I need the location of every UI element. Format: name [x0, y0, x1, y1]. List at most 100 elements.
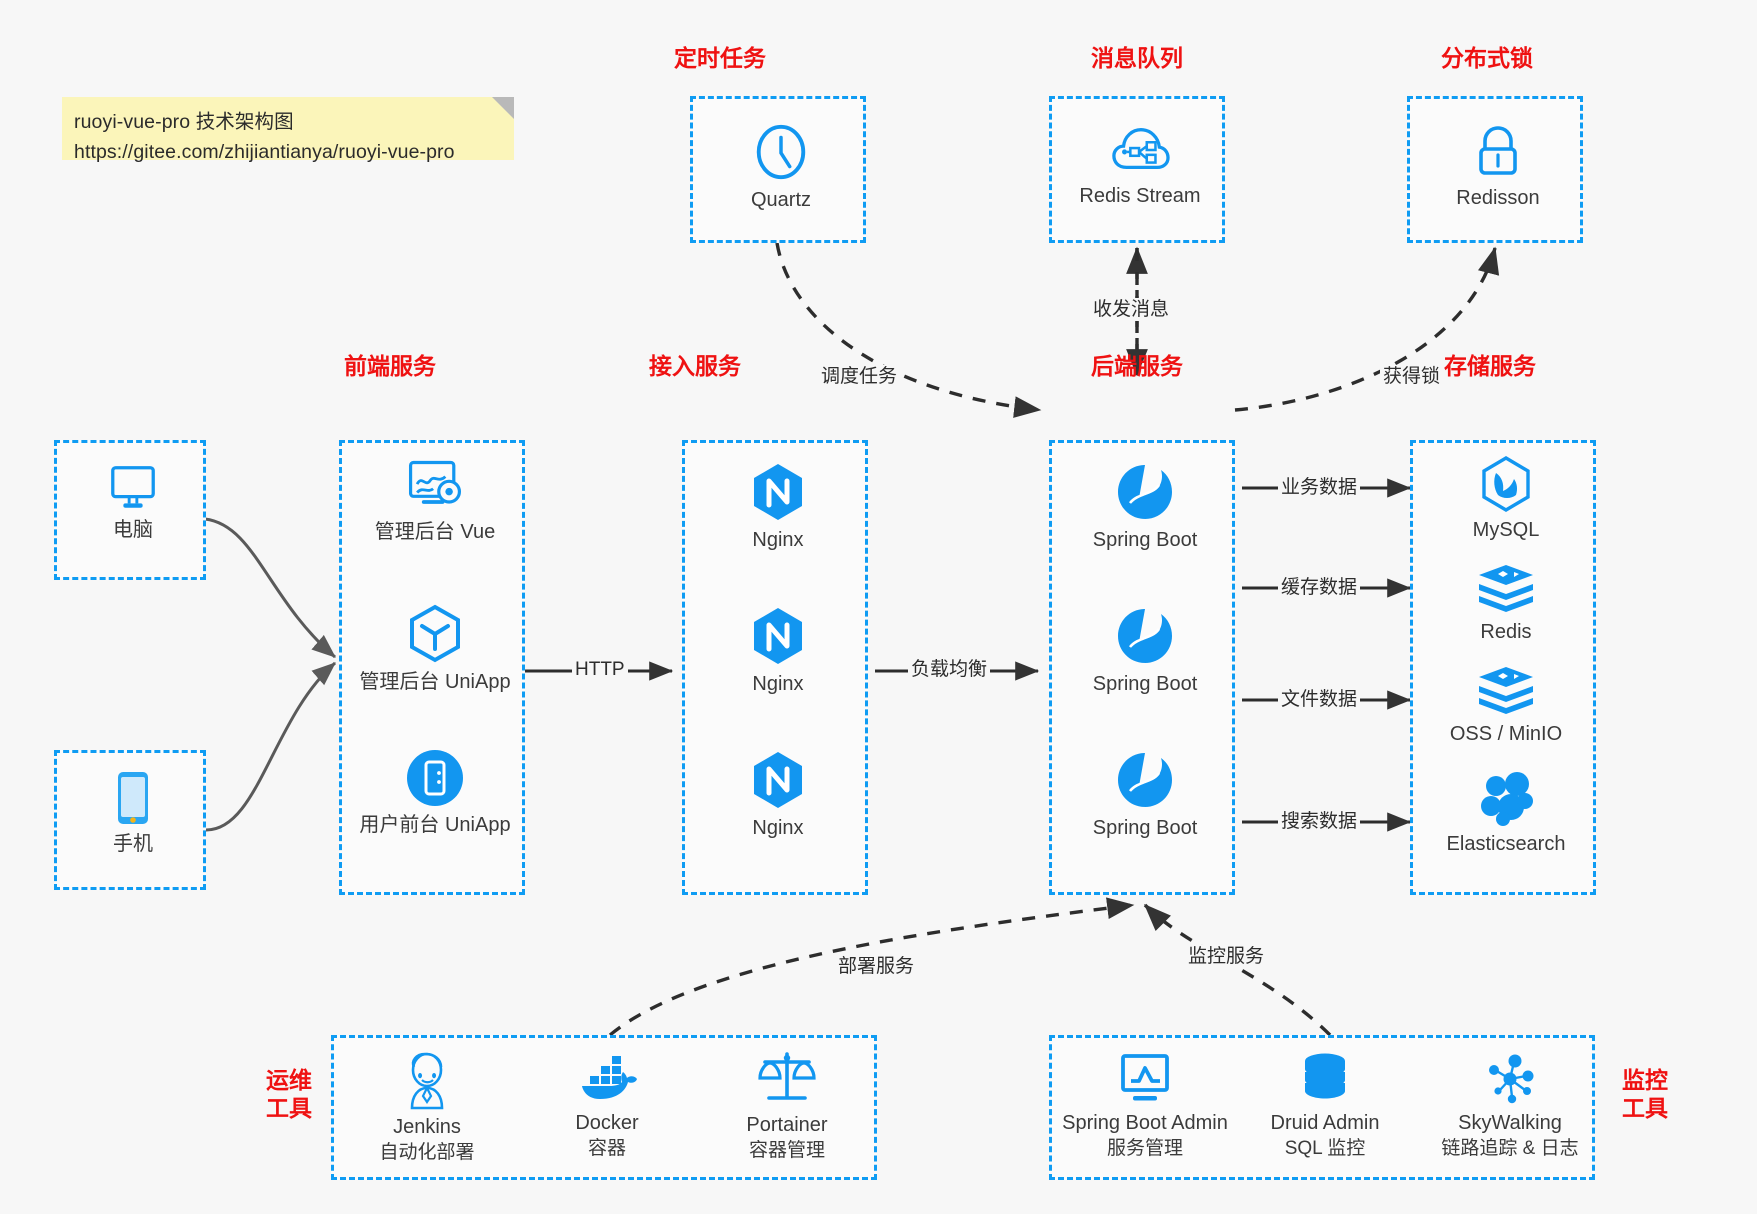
- node-spring-boot-admin[interactable]: Spring Boot Admin 服务管理: [1040, 1052, 1250, 1162]
- node-skywalking[interactable]: SkyWalking 链路追踪 & 日志: [1410, 1052, 1610, 1162]
- edge-label-monitor-service: 监控服务: [1185, 945, 1268, 968]
- node-redis[interactable]: Redis: [1413, 563, 1599, 645]
- cube-icon: [410, 604, 460, 663]
- redis-icon: [1479, 565, 1533, 612]
- node-nginx-1[interactable]: Nginx: [685, 461, 871, 553]
- caption-devops: 运维 工具: [252, 1066, 326, 1122]
- mobile-icon: [118, 772, 148, 824]
- node-label: Spring Boot: [1092, 529, 1198, 551]
- edge-label-file-data: 文件数据: [1278, 688, 1361, 711]
- node-label: Elasticsearch: [1446, 833, 1566, 855]
- node-spring-boot-2[interactable]: Spring Boot: [1052, 605, 1238, 697]
- caption-storage: 存储服务: [1444, 353, 1536, 379]
- node-sublabel: 链路追踪 & 日志: [1441, 1138, 1579, 1159]
- node-label: Docker: [575, 1112, 639, 1134]
- node-sublabel: 容器: [587, 1138, 626, 1159]
- nginx-icon: [754, 608, 802, 664]
- group-mq: Redis Stream: [1049, 96, 1225, 243]
- node-nginx-2[interactable]: Nginx: [685, 605, 871, 697]
- lock-icon: [1479, 126, 1517, 175]
- clock-icon: [756, 124, 806, 180]
- node-jenkins[interactable]: Jenkins 自动化部署: [344, 1050, 510, 1166]
- node-sublabel: 自动化部署: [379, 1142, 475, 1163]
- caption-devops-line-2: 工具: [266, 1095, 312, 1121]
- node-mobile[interactable]: 手机: [57, 769, 209, 857]
- node-label: 管理后台 Vue: [374, 521, 496, 543]
- caption-backend: 后端服务: [1091, 353, 1183, 379]
- spring-icon: [1118, 609, 1172, 663]
- node-label: Spring Boot: [1092, 673, 1198, 695]
- node-label: SkyWalking: [1458, 1112, 1562, 1134]
- group-client-desktop: 电脑: [54, 440, 206, 580]
- group-storage: MySQL Redis OSS / MinIO: [1410, 440, 1596, 895]
- node-mysql[interactable]: MySQL: [1413, 455, 1599, 543]
- node-label: Spring Boot: [1092, 817, 1198, 839]
- nginx-icon: [754, 752, 802, 808]
- node-spring-boot-3[interactable]: Spring Boot: [1052, 749, 1238, 841]
- node-redis-stream[interactable]: Redis Stream: [1052, 121, 1228, 209]
- caption-mq: 消息队列: [1091, 45, 1183, 71]
- group-devops: Jenkins 自动化部署 Docker 容器: [331, 1035, 877, 1180]
- node-label: Nginx: [752, 817, 804, 839]
- edge-label-deploy-service: 部署服务: [835, 955, 918, 978]
- node-label: 电脑: [113, 519, 153, 541]
- monitor-chart-icon: [1121, 1054, 1169, 1101]
- note-line-1: ruoyi-vue-pro 技术架构图: [74, 111, 294, 133]
- node-label: MySQL: [1472, 519, 1540, 541]
- edge-label-load-balance: 负载均衡: [908, 658, 991, 681]
- node-redisson[interactable]: Redisson: [1410, 121, 1586, 211]
- caption-scheduler: 定时任务: [674, 45, 766, 71]
- node-docker[interactable]: Docker 容器: [524, 1054, 690, 1162]
- mysql-icon: [1482, 456, 1530, 512]
- title-note: ruoyi-vue-pro 技术架构图 https://gitee.com/zh…: [62, 97, 514, 163]
- dashboard-gear-icon: [408, 460, 462, 504]
- group-gateway: Nginx Nginx Nginx: [682, 440, 868, 895]
- node-label: 管理后台 UniApp: [359, 671, 511, 693]
- node-druid-admin[interactable]: Druid Admin SQL 监控: [1242, 1052, 1408, 1162]
- node-admin-vue[interactable]: 管理后台 Vue: [330, 457, 540, 545]
- scales-icon: [758, 1052, 816, 1100]
- node-quartz[interactable]: Quartz: [693, 121, 869, 213]
- spring-icon: [1118, 753, 1172, 807]
- caption-monitor-line-1: 监控: [1622, 1067, 1668, 1093]
- caption-devops-line-1: 运维: [266, 1067, 312, 1093]
- database-icon: [1305, 1053, 1345, 1099]
- node-label: Quartz: [750, 189, 812, 211]
- node-sublabel: SQL 监控: [1284, 1138, 1366, 1159]
- edge-label-schedule-task: 调度任务: [818, 365, 901, 388]
- node-label: Portainer: [746, 1114, 828, 1136]
- node-admin-uniapp[interactable]: 管理后台 UniApp: [330, 603, 540, 695]
- node-elasticsearch[interactable]: Elasticsearch: [1413, 771, 1599, 857]
- node-nginx-3[interactable]: Nginx: [685, 749, 871, 841]
- edge-label-cache-data: 缓存数据: [1278, 576, 1361, 599]
- node-label: OSS / MinIO: [1449, 723, 1563, 745]
- nginx-icon: [754, 464, 802, 520]
- docker-icon: [582, 1056, 637, 1099]
- node-label: Redisson: [1456, 187, 1540, 209]
- group-client-mobile: 手机: [54, 750, 206, 890]
- node-label: 用户前台 UniApp: [359, 814, 511, 836]
- node-label: Redis Stream: [1079, 185, 1201, 207]
- node-portainer[interactable]: Portainer 容器管理: [704, 1048, 870, 1164]
- note-line-2: https://gitee.com/zhijiantianya/ruoyi-vu…: [74, 141, 455, 163]
- node-label: Jenkins: [393, 1116, 461, 1138]
- node-label: Nginx: [752, 673, 804, 695]
- group-lock: Redisson: [1407, 96, 1583, 243]
- caption-monitor: 监控 工具: [1608, 1066, 1682, 1122]
- group-backend: Spring Boot Spring Boot Spring Boot: [1049, 440, 1235, 895]
- node-sublabel: 服务管理: [1106, 1138, 1183, 1159]
- node-label: Nginx: [752, 529, 804, 551]
- node-oss-minio[interactable]: OSS / MinIO: [1413, 665, 1599, 747]
- app-circle-icon: [407, 750, 463, 806]
- node-user-uniapp[interactable]: 用户前台 UniApp: [330, 748, 540, 838]
- desktop-icon: [111, 466, 155, 508]
- group-frontend: 管理后台 Vue 管理后台 UniApp 用户前台 UniApp: [339, 440, 525, 895]
- spring-icon: [1118, 465, 1172, 519]
- edge-label-search-data: 搜索数据: [1278, 810, 1361, 833]
- node-desktop[interactable]: 电脑: [57, 461, 209, 543]
- note-fold-corner: [492, 97, 514, 119]
- node-spring-boot-1[interactable]: Spring Boot: [1052, 461, 1238, 553]
- node-label: Spring Boot Admin: [1062, 1112, 1228, 1134]
- redis-icon: [1479, 667, 1533, 714]
